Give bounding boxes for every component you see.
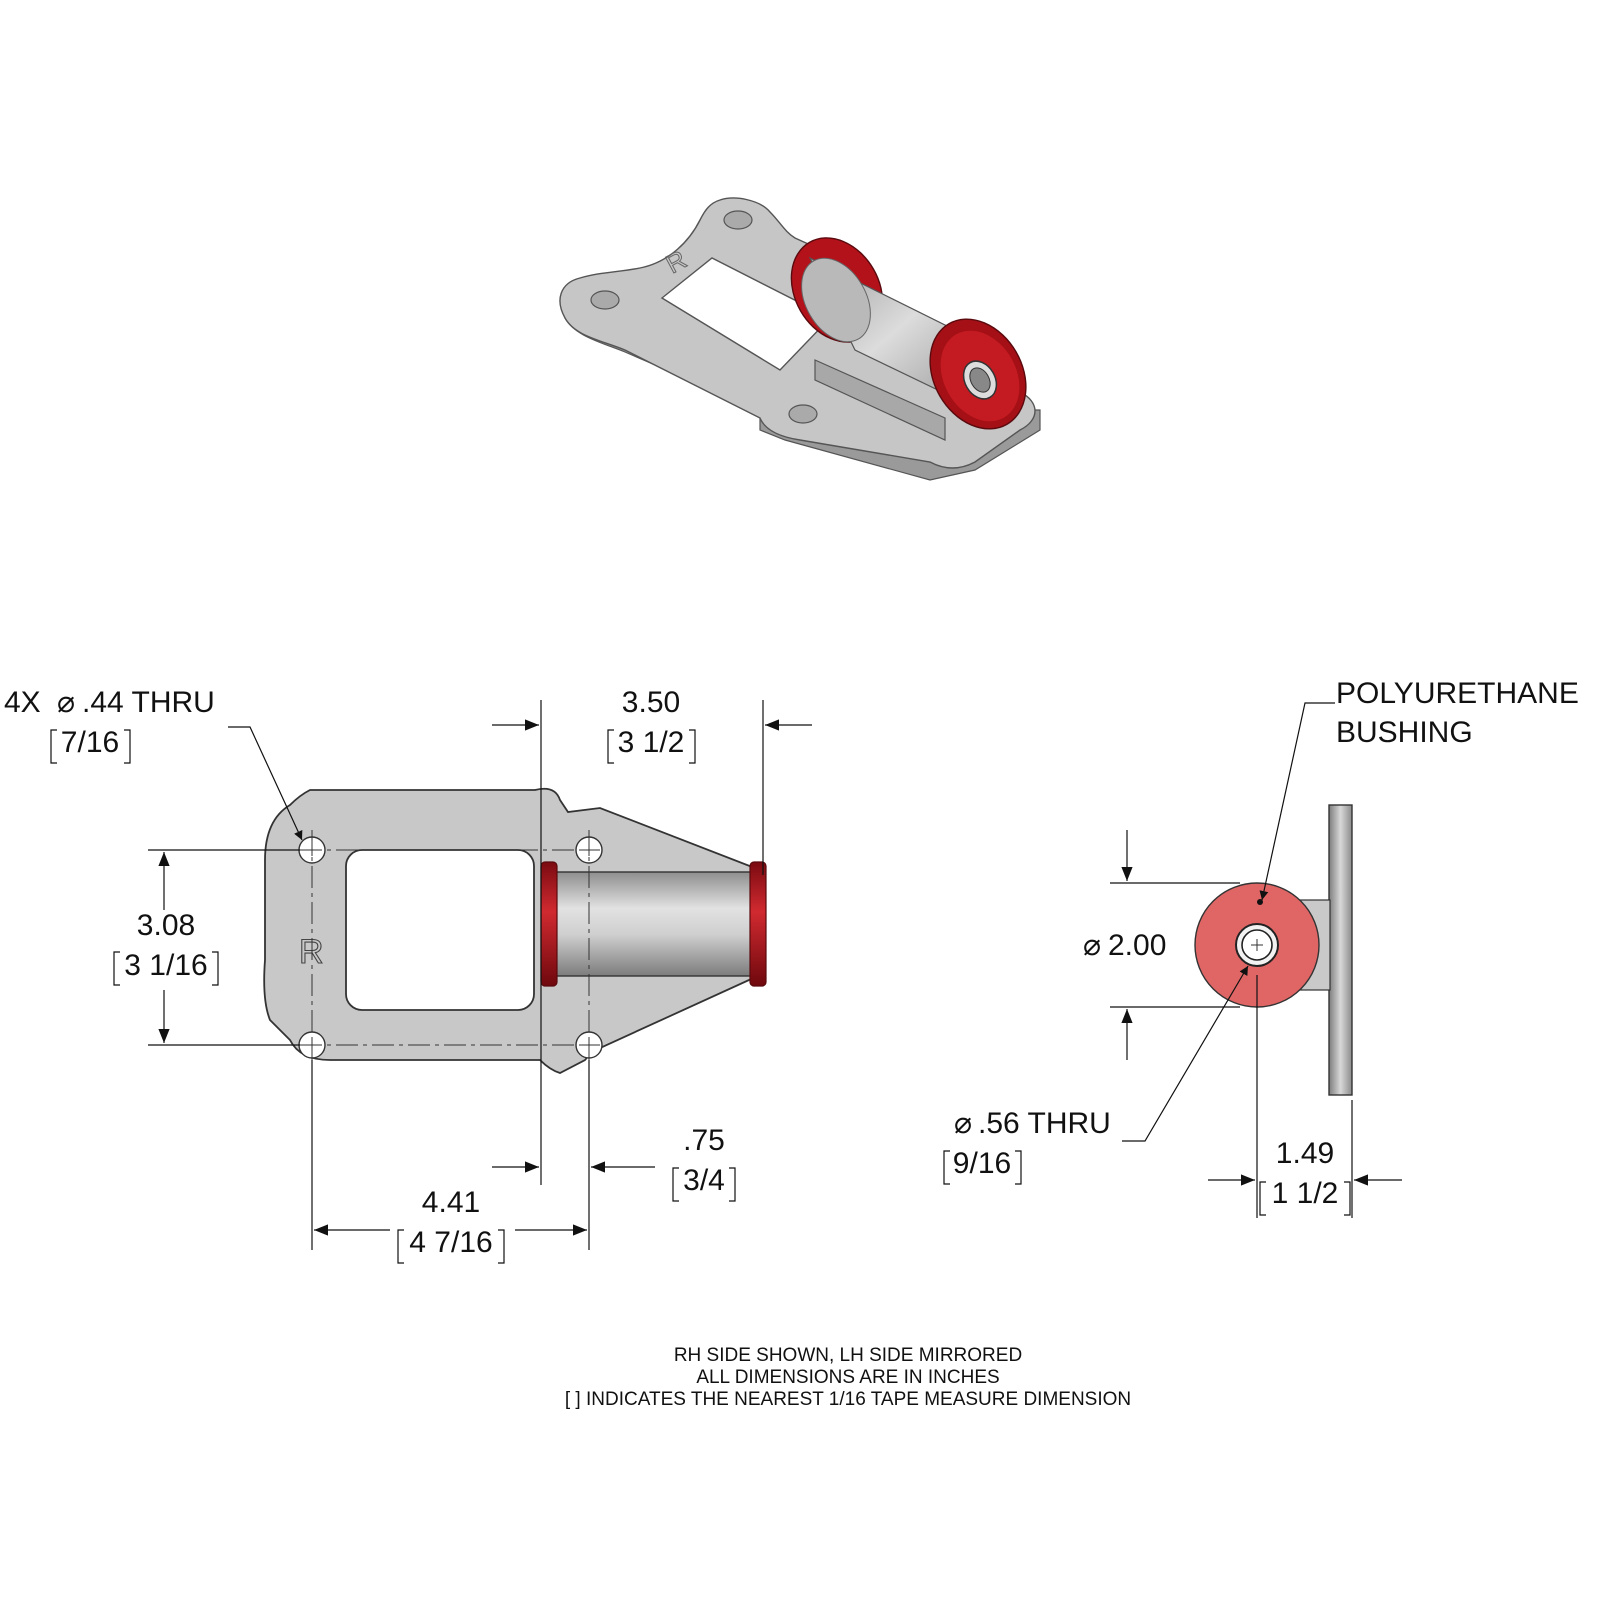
note-line: [ ] INDICATES THE NEAREST 1/16 TAPE MEAS…: [565, 1389, 1131, 1410]
drawing-notes: RH SIDE SHOWN, LH SIDE MIRRORED ALL DIME…: [565, 1345, 1131, 1410]
dim-tube-length-value: 3.50: [622, 686, 680, 719]
dim-diameter-value: 2.00: [1108, 929, 1166, 962]
plate-window: [345, 849, 535, 1011]
dim-width-fraction: 1 1/2: [1272, 1177, 1339, 1210]
iso-bore-inner: [969, 367, 991, 393]
diameter-symbol: ⌀: [57, 686, 75, 719]
top-plate-mark: R: [299, 933, 324, 971]
dim-tube-length-fraction: 3 1/2: [618, 726, 685, 759]
dim-height-value: 3.08: [137, 909, 195, 942]
dim-height-fraction: 3 1/16: [124, 949, 207, 982]
diameter-symbol: ⌀: [1083, 929, 1101, 962]
bushing-label-line2: BUSHING: [1336, 716, 1473, 749]
note-line: ALL DIMENSIONS ARE IN INCHES: [696, 1367, 999, 1388]
iso-hole: [723, 210, 753, 230]
isometric-view: R: [559, 197, 1041, 481]
dim-hole-spacing-fraction: 4 7/16: [409, 1226, 492, 1259]
bore-callout-fraction: 9/16: [953, 1147, 1011, 1180]
dim-offset-fraction: 3/4: [683, 1164, 725, 1197]
bushing-label-line1: POLYURETHANE: [1336, 677, 1579, 710]
hole-callout-fraction: 7/16: [61, 726, 119, 759]
iso-hole: [590, 290, 620, 310]
iso-weld-web: [814, 359, 946, 441]
top-view: R: [4, 686, 812, 1264]
bushing-right: [749, 861, 767, 987]
dim-offset-value: .75: [683, 1124, 725, 1157]
label-dot: [1257, 899, 1263, 905]
tube-body: [555, 871, 753, 977]
hole-callout-qty: 4X: [4, 686, 41, 719]
bore-callout-value: .56 THRU: [978, 1107, 1111, 1140]
iso-tube-rear-face: [801, 257, 871, 343]
note-line: RH SIDE SHOWN, LH SIDE MIRRORED: [674, 1345, 1022, 1366]
hole-callout-value: .44 THRU: [82, 686, 215, 719]
diameter-symbol: ⌀: [954, 1107, 972, 1140]
bushing-left: [540, 861, 558, 987]
side-flange: [1328, 804, 1353, 1096]
dim-hole-spacing-value: 4.41: [422, 1186, 480, 1219]
side-view: POLYURETHANE BUSHING ⌀ 2.00 ⌀ .56 THRU 9…: [943, 677, 1579, 1218]
iso-hole: [788, 404, 818, 424]
dim-width-value: 1.49: [1276, 1137, 1334, 1170]
